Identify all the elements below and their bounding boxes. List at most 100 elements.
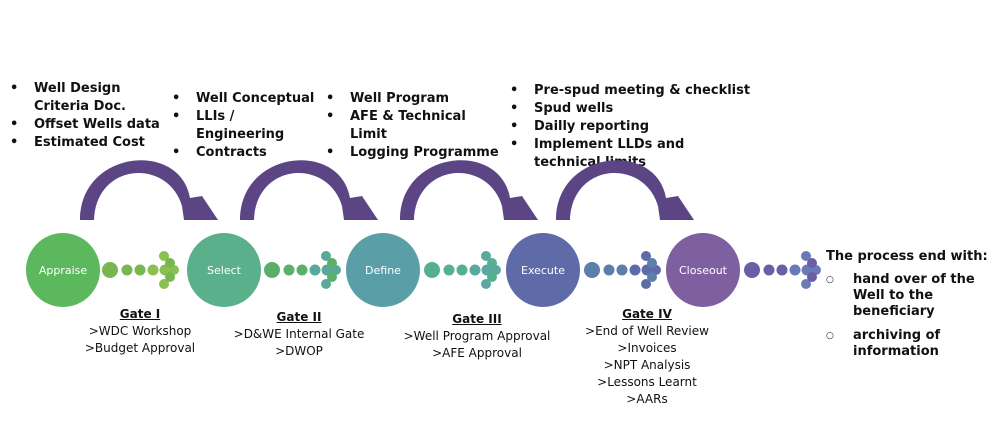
connector-dot — [801, 251, 811, 261]
connector-dot — [165, 258, 175, 268]
connector-dot — [641, 279, 651, 289]
gate-title: Gate IV — [622, 307, 672, 321]
stage-select: Select — [187, 233, 261, 307]
connector-dot — [744, 262, 760, 278]
connector-dot — [487, 258, 497, 268]
connector-dot — [327, 258, 337, 268]
process-end-box: The process end with: hand over of the W… — [826, 248, 1000, 368]
connector-dot — [647, 258, 657, 268]
gate-item: >End of Well Review — [585, 324, 709, 338]
stage-label: Define — [365, 263, 401, 277]
list-item: Estimated Cost — [4, 134, 174, 152]
gate-item: >Invoices — [617, 341, 677, 355]
connector-dot — [807, 258, 817, 268]
connector-dot — [647, 272, 657, 282]
gate-title: Gate III — [452, 312, 502, 326]
curved-arrow-icon — [240, 160, 378, 220]
stage-execute: Execute — [506, 233, 580, 307]
connector-dot — [469, 264, 481, 276]
gate-item: >NPT Analysis — [603, 358, 691, 372]
gate-2: Gate II >D&WE Internal Gate >DWOP — [226, 309, 372, 360]
gate-item: >AARs — [626, 392, 668, 406]
list-item: Logging Programme — [320, 144, 500, 162]
connector-dot — [296, 264, 308, 276]
gate-item: >Budget Approval — [84, 341, 196, 355]
connector-dot — [283, 264, 295, 276]
list-item: Well Design Criteria Doc. — [4, 80, 134, 116]
connector-dot — [159, 279, 169, 289]
stage-label: Closeout — [679, 263, 727, 277]
connector-dot — [264, 262, 280, 278]
gate-title: Gate II — [276, 310, 322, 324]
connector-dot — [481, 251, 491, 261]
list-item: hand over of the Well to the beneficiary — [826, 272, 1000, 320]
connector-dot — [159, 251, 169, 261]
gate-1: Gate I >WDC Workshop >Budget Approval — [70, 306, 210, 357]
list-item: Dailly reporting — [504, 118, 754, 136]
connector-dot — [134, 264, 146, 276]
gate-3: Gate III >Well Program Approval >AFE App… — [396, 311, 558, 362]
connector-dot — [807, 272, 817, 282]
connector-dot — [629, 264, 641, 276]
dotted-arrow-connector — [264, 251, 341, 289]
connector-dot — [424, 262, 440, 278]
connector-dot — [321, 279, 331, 289]
gate-item: >Lessons Learnt — [597, 375, 697, 389]
list-item: Well Conceptual — [166, 90, 326, 108]
gate-item: >D&WE Internal Gate — [233, 327, 365, 341]
curved-arrow-icon — [556, 160, 694, 220]
connector-dot — [102, 262, 118, 278]
connector-dot — [443, 264, 455, 276]
connector-dot — [641, 251, 651, 261]
list-item: LLIs / Engineering — [166, 108, 326, 144]
gate-item: >WDC Workshop — [88, 324, 192, 338]
stage-label: Execute — [521, 263, 565, 277]
appraise-deliverables-list: Well Design Criteria Doc. Offset Wells d… — [4, 80, 174, 152]
gate-item: >Well Program Approval — [403, 329, 551, 343]
connector-dot — [321, 251, 331, 261]
gate-title: Gate I — [119, 307, 161, 321]
curved-arrow-icon — [400, 160, 538, 220]
connector-dot — [121, 264, 133, 276]
dotted-arrow-connector — [744, 251, 821, 289]
connector-dot — [147, 264, 159, 276]
gate-item: >DWOP — [275, 344, 323, 358]
dotted-arrow-connector — [424, 251, 501, 289]
connector-dot — [327, 272, 337, 282]
dotted-arrow-connector — [584, 251, 661, 289]
connector-dot — [763, 264, 775, 276]
connector-dot — [603, 264, 615, 276]
connector-dot — [776, 264, 788, 276]
connector-dot — [481, 279, 491, 289]
gate-item: >AFE Approval — [432, 346, 522, 360]
connector-dot — [801, 279, 811, 289]
connector-dot — [789, 264, 801, 276]
list-item: Well Program — [320, 90, 500, 108]
stage-define: Define — [346, 233, 420, 307]
list-item: archiving of information — [826, 328, 963, 360]
process-end-heading: The process end with: — [826, 249, 988, 264]
connector-dot — [584, 262, 600, 278]
process-end-list: hand over of the Well to the beneficiary… — [826, 272, 1000, 360]
define-deliverables-list: Well Program AFE & Technical Limit Loggi… — [320, 90, 500, 162]
list-item: Pre-spud meeting & checklist — [504, 82, 754, 100]
list-item: Spud wells — [504, 100, 754, 118]
list-item: Offset Wells data — [4, 116, 174, 134]
list-item: Contracts — [166, 144, 326, 162]
connector-dot — [165, 272, 175, 282]
curved-arrow-icon — [80, 160, 218, 220]
stage-label: Select — [207, 263, 241, 277]
stage-appraise: Appraise — [26, 233, 100, 307]
connector-dot — [456, 264, 468, 276]
connector-dot — [309, 264, 321, 276]
select-deliverables-list: Well Conceptual LLIs / Engineering Contr… — [166, 90, 326, 162]
stage-label: Appraise — [38, 263, 88, 277]
connector-dot — [487, 272, 497, 282]
list-item: AFE & Technical Limit — [320, 108, 500, 144]
dotted-arrow-connector — [102, 251, 179, 289]
gate-4: Gate IV >End of Well Review >Invoices >N… — [572, 306, 722, 408]
connector-dot — [616, 264, 628, 276]
stage-closeout: Closeout — [666, 233, 740, 307]
